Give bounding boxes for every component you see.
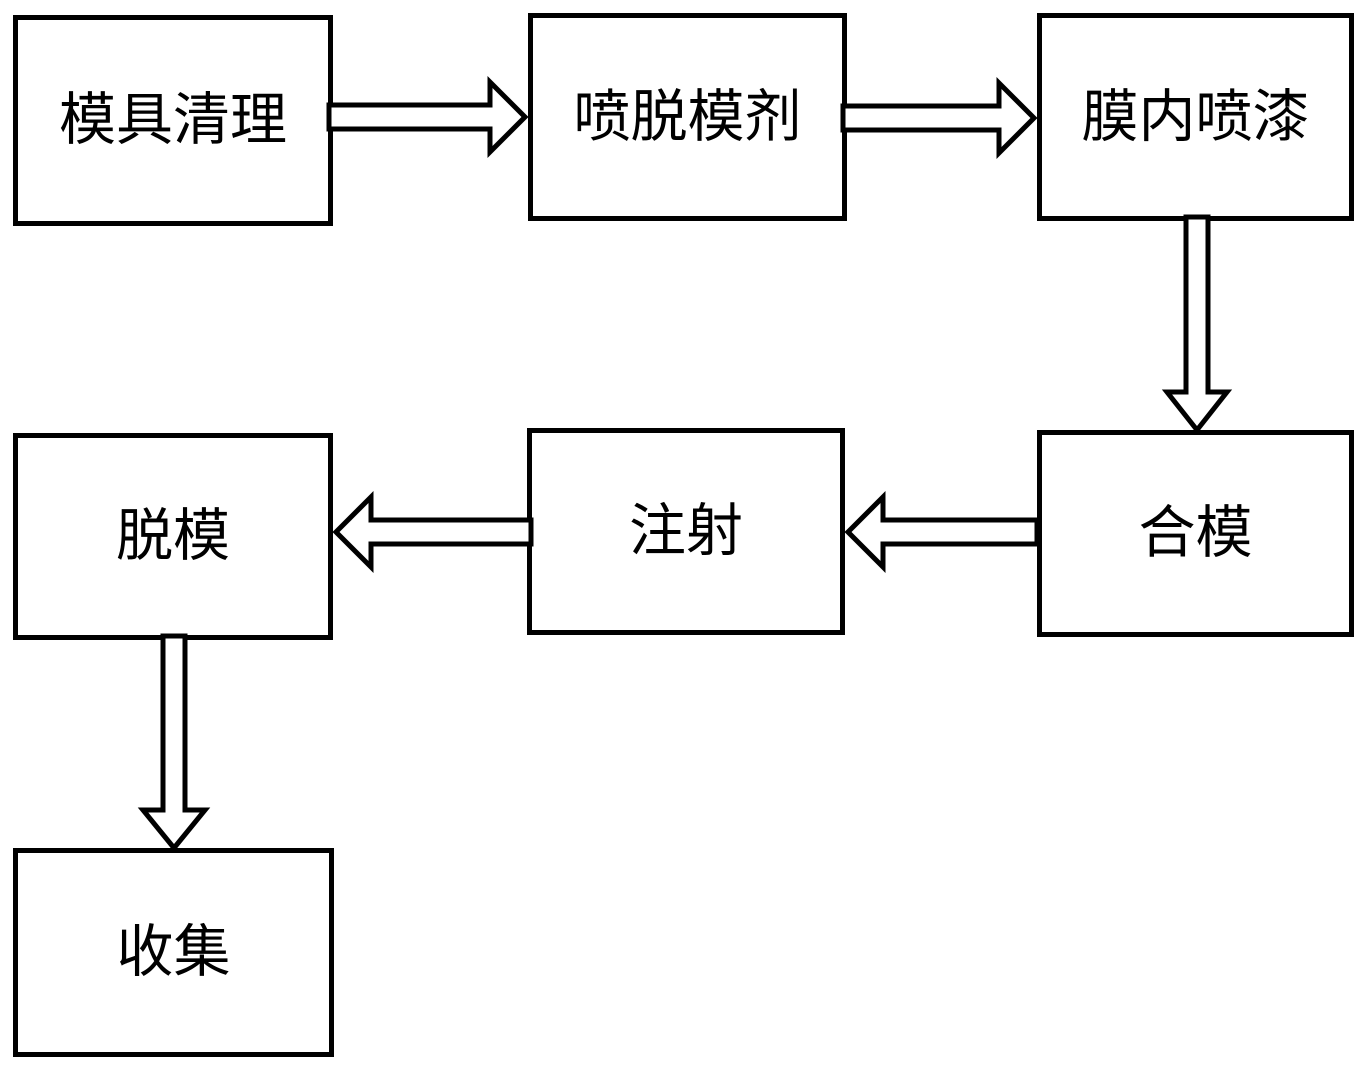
node-in-mold-painting: 膜内喷漆 [1037,13,1354,221]
arrow-right-spray-release-agent-to-in-mold-painting [840,76,1038,160]
arrow-down-in-mold-painting-to-mold-closing [1161,214,1233,435]
node-mold-closing-label: 合模 [1138,502,1253,565]
node-spray-release-agent: 喷脱模剂 [528,13,847,221]
node-collection: 收集 [13,848,334,1057]
node-spray-release-agent-label: 喷脱模剂 [573,85,802,149]
node-mold-cleaning: 模具清理 [13,15,333,226]
node-demolding-label: 脱模 [116,505,230,568]
node-injection-label: 注射 [629,500,743,563]
arrow-left-injection-to-demolding [332,490,534,574]
node-injection: 注射 [527,428,845,635]
arrow-left-mold-closing-to-injection [844,490,1040,574]
node-demolding: 脱模 [13,433,333,640]
arrow-down-demolding-to-collection [137,633,211,852]
node-collection-label: 收集 [116,921,231,984]
arrow-right-mold-cleaning-to-spray-release-agent [326,75,529,159]
node-mold-closing: 合模 [1037,430,1354,637]
node-in-mold-painting-label: 膜内喷漆 [1081,85,1310,149]
node-mold-cleaning-label: 模具清理 [59,89,287,152]
